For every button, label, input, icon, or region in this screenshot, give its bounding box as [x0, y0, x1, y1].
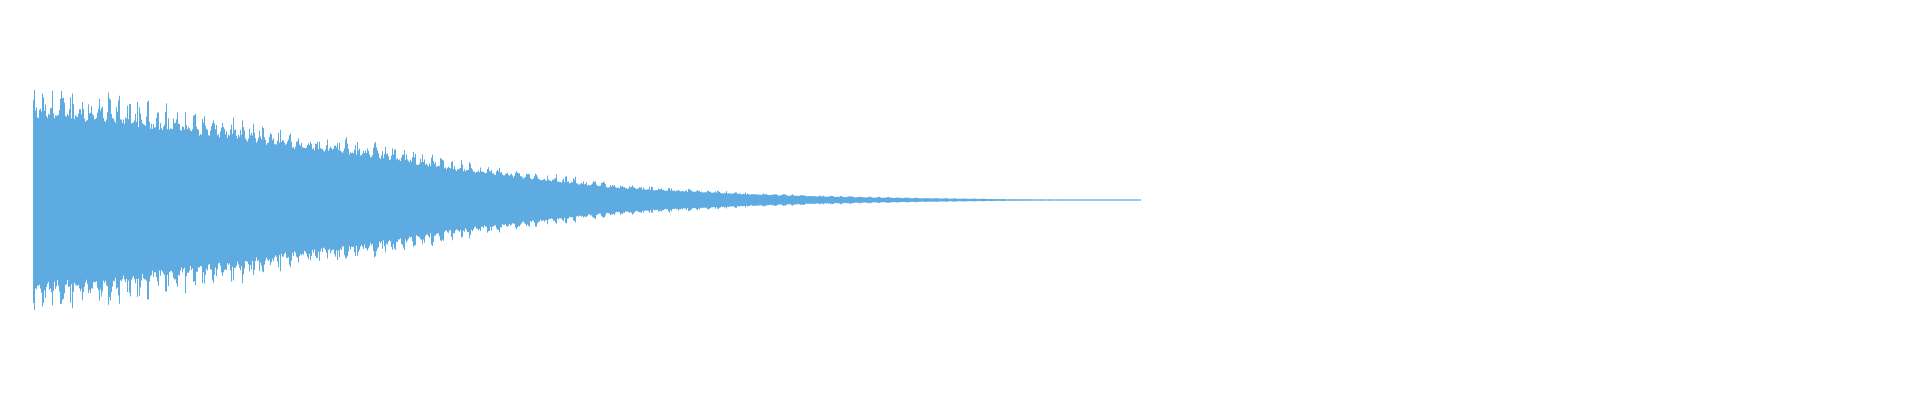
waveform-series [33, 90, 1141, 310]
